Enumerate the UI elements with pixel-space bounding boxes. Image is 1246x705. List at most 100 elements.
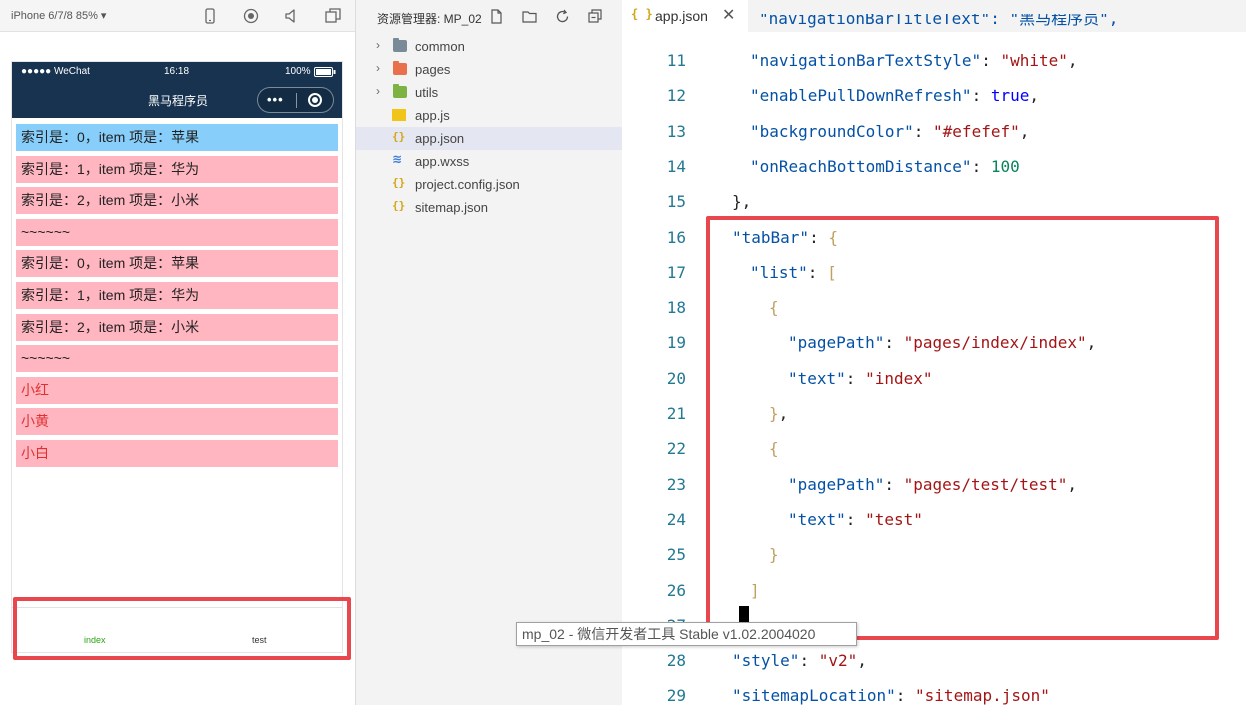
- chevron-right-icon: ›: [376, 38, 380, 52]
- line-number: 20: [666, 369, 686, 388]
- phone-icon[interactable]: [201, 7, 219, 25]
- sound-icon[interactable]: [283, 7, 301, 25]
- tree-label: app.wxss: [415, 154, 470, 169]
- line-number: 25: [666, 545, 686, 564]
- tab-bar: index test: [12, 607, 342, 652]
- tree-label: pages: [415, 62, 451, 77]
- close-miniprogram-icon[interactable]: [308, 93, 322, 107]
- code-line: 21},: [622, 396, 1246, 431]
- line-number: 19: [666, 333, 686, 352]
- line-number: 18: [666, 298, 686, 317]
- record-icon[interactable]: [242, 7, 260, 25]
- code-line: 12"enablePullDownRefresh": true,: [622, 78, 1246, 113]
- tree-label: app.json: [415, 131, 465, 146]
- code-line: 17 "list": [: [622, 255, 1246, 290]
- collapse-all-icon[interactable]: [587, 8, 604, 25]
- window-title-tooltip: mp_02 - 微信开发者工具 Stable v1.02.2004020: [516, 622, 857, 646]
- status-time: 16:18: [164, 66, 190, 77]
- tree-file-sitemap[interactable]: {} sitemap.json: [356, 196, 623, 219]
- simulator-pane: iPhone 6/7/8 85% ▾ ●●●●● WeChat 16:18 10…: [0, 0, 355, 705]
- simulator-toolbar: iPhone 6/7/8 85% ▾: [0, 0, 355, 32]
- tree-folder-utils[interactable]: › utils: [356, 81, 623, 104]
- tab-test[interactable]: test: [252, 635, 267, 645]
- editor-tab-strip: { } app.json ✕: [622, 0, 1246, 32]
- new-file-icon[interactable]: [488, 8, 505, 25]
- list-item: 索引是：0，item 项是：苹果: [16, 124, 338, 151]
- code-text: },: [769, 404, 789, 423]
- detach-window-icon[interactable]: [324, 7, 342, 25]
- tab-index[interactable]: index: [84, 635, 106, 645]
- tabbar-highlight-box: [13, 597, 351, 660]
- list-item: 索引是：0，item 项是：苹果: [16, 250, 338, 277]
- menu-capsule[interactable]: •••: [257, 87, 334, 113]
- code-text: "style": "v2",: [732, 651, 867, 670]
- folder-icon: [393, 61, 407, 75]
- code-line: 26]: [622, 573, 1246, 608]
- code-line: 19 "pagePath": "pages/index/index",: [622, 325, 1246, 360]
- tree-label: sitemap.json: [415, 200, 488, 215]
- explorer-title: 资源管理器: MP_02: [377, 12, 482, 26]
- code-line: 18 {: [622, 290, 1246, 325]
- line-number: 26: [666, 581, 686, 600]
- chevron-right-icon: ›: [376, 61, 380, 75]
- line-number: 11: [666, 51, 686, 70]
- code-line: 14"onReachBottomDistance": 100: [622, 149, 1246, 184]
- list-item: ~~~~~~: [16, 345, 338, 372]
- code-text: "tabBar": {: [732, 228, 838, 247]
- list-item: 索引是：1，item 项是：华为: [16, 156, 338, 183]
- line-number: 22: [666, 439, 686, 458]
- new-folder-icon[interactable]: [521, 8, 538, 25]
- more-dots-icon[interactable]: •••: [267, 92, 284, 107]
- code-text: "pagePath": "pages/test/test",: [788, 475, 1077, 494]
- code-text: "text": "test": [788, 510, 923, 529]
- code-line: 11 "navigationBarTextStyle": "white",: [622, 43, 1246, 78]
- line-number: 17: [666, 263, 686, 282]
- line-number: 23: [666, 475, 686, 494]
- line-number: 28: [666, 651, 686, 670]
- js-file-icon: [392, 109, 406, 121]
- tree-file-app-json[interactable]: {} app.json: [356, 127, 623, 150]
- tab-app-json[interactable]: { } app.json ✕: [622, 0, 748, 32]
- line-number: 24: [666, 510, 686, 529]
- code-line: 24 "text": "test": [622, 502, 1246, 537]
- code-line: 28 "style": "v2",: [622, 643, 1246, 678]
- tree-file-app-js[interactable]: app.js: [356, 104, 623, 127]
- list-item: 索引是：2，item 项是：小米: [16, 314, 338, 341]
- json-file-icon: {}: [392, 199, 406, 212]
- code-text: {: [769, 298, 779, 317]
- refresh-icon[interactable]: [554, 8, 571, 25]
- code-text: "sitemapLocation": "sitemap.json": [732, 686, 1050, 705]
- code-line: 29"sitemapLocation": "sitemap.json": [622, 678, 1246, 705]
- code-line: 20"text": "index": [622, 361, 1246, 396]
- tree-folder-pages[interactable]: › pages: [356, 58, 623, 81]
- battery-icon: [314, 67, 336, 77]
- code-line: 25}: [622, 537, 1246, 572]
- list-item: 索引是：1，item 项是：华为: [16, 282, 338, 309]
- tree-label: app.js: [415, 108, 450, 123]
- battery-text: 100%: [285, 66, 311, 77]
- code-text: ]: [750, 581, 760, 600]
- code-text: }: [769, 545, 779, 564]
- tree-file-project-config[interactable]: {} project.config.json: [356, 173, 623, 196]
- folder-icon: [393, 38, 407, 52]
- code-text: "pagePath": "pages/index/index",: [788, 333, 1097, 352]
- json-file-icon: {}: [392, 176, 406, 189]
- close-icon[interactable]: ✕: [722, 7, 736, 24]
- line-number: 13: [666, 122, 686, 141]
- code-line: 23 "pagePath": "pages/test/test",: [622, 467, 1246, 502]
- phone-status-bar: ●●●●● WeChat 16:18 100%: [12, 62, 342, 82]
- code-text: "navigationBarTextStyle": "white",: [750, 51, 1078, 70]
- line-number: 21: [666, 404, 686, 423]
- json-file-icon: {}: [392, 130, 406, 143]
- code-text: "list": [: [750, 263, 837, 282]
- list-item: 小黄: [16, 408, 338, 435]
- line-number: 15: [666, 192, 686, 211]
- tree-label: common: [415, 39, 465, 54]
- device-selector[interactable]: iPhone 6/7/8 85% ▾: [11, 10, 107, 22]
- tree-file-app-wxss[interactable]: ≋ app.wxss: [356, 150, 623, 173]
- phone-screen: ●●●●● WeChat 16:18 100% 黑马程序员 ••• 索引是：0，…: [11, 61, 343, 653]
- tree-folder-common[interactable]: › common: [356, 35, 623, 58]
- json-file-icon: { }: [631, 7, 653, 21]
- tab-label: app.json: [655, 8, 708, 24]
- line-number: 16: [666, 228, 686, 247]
